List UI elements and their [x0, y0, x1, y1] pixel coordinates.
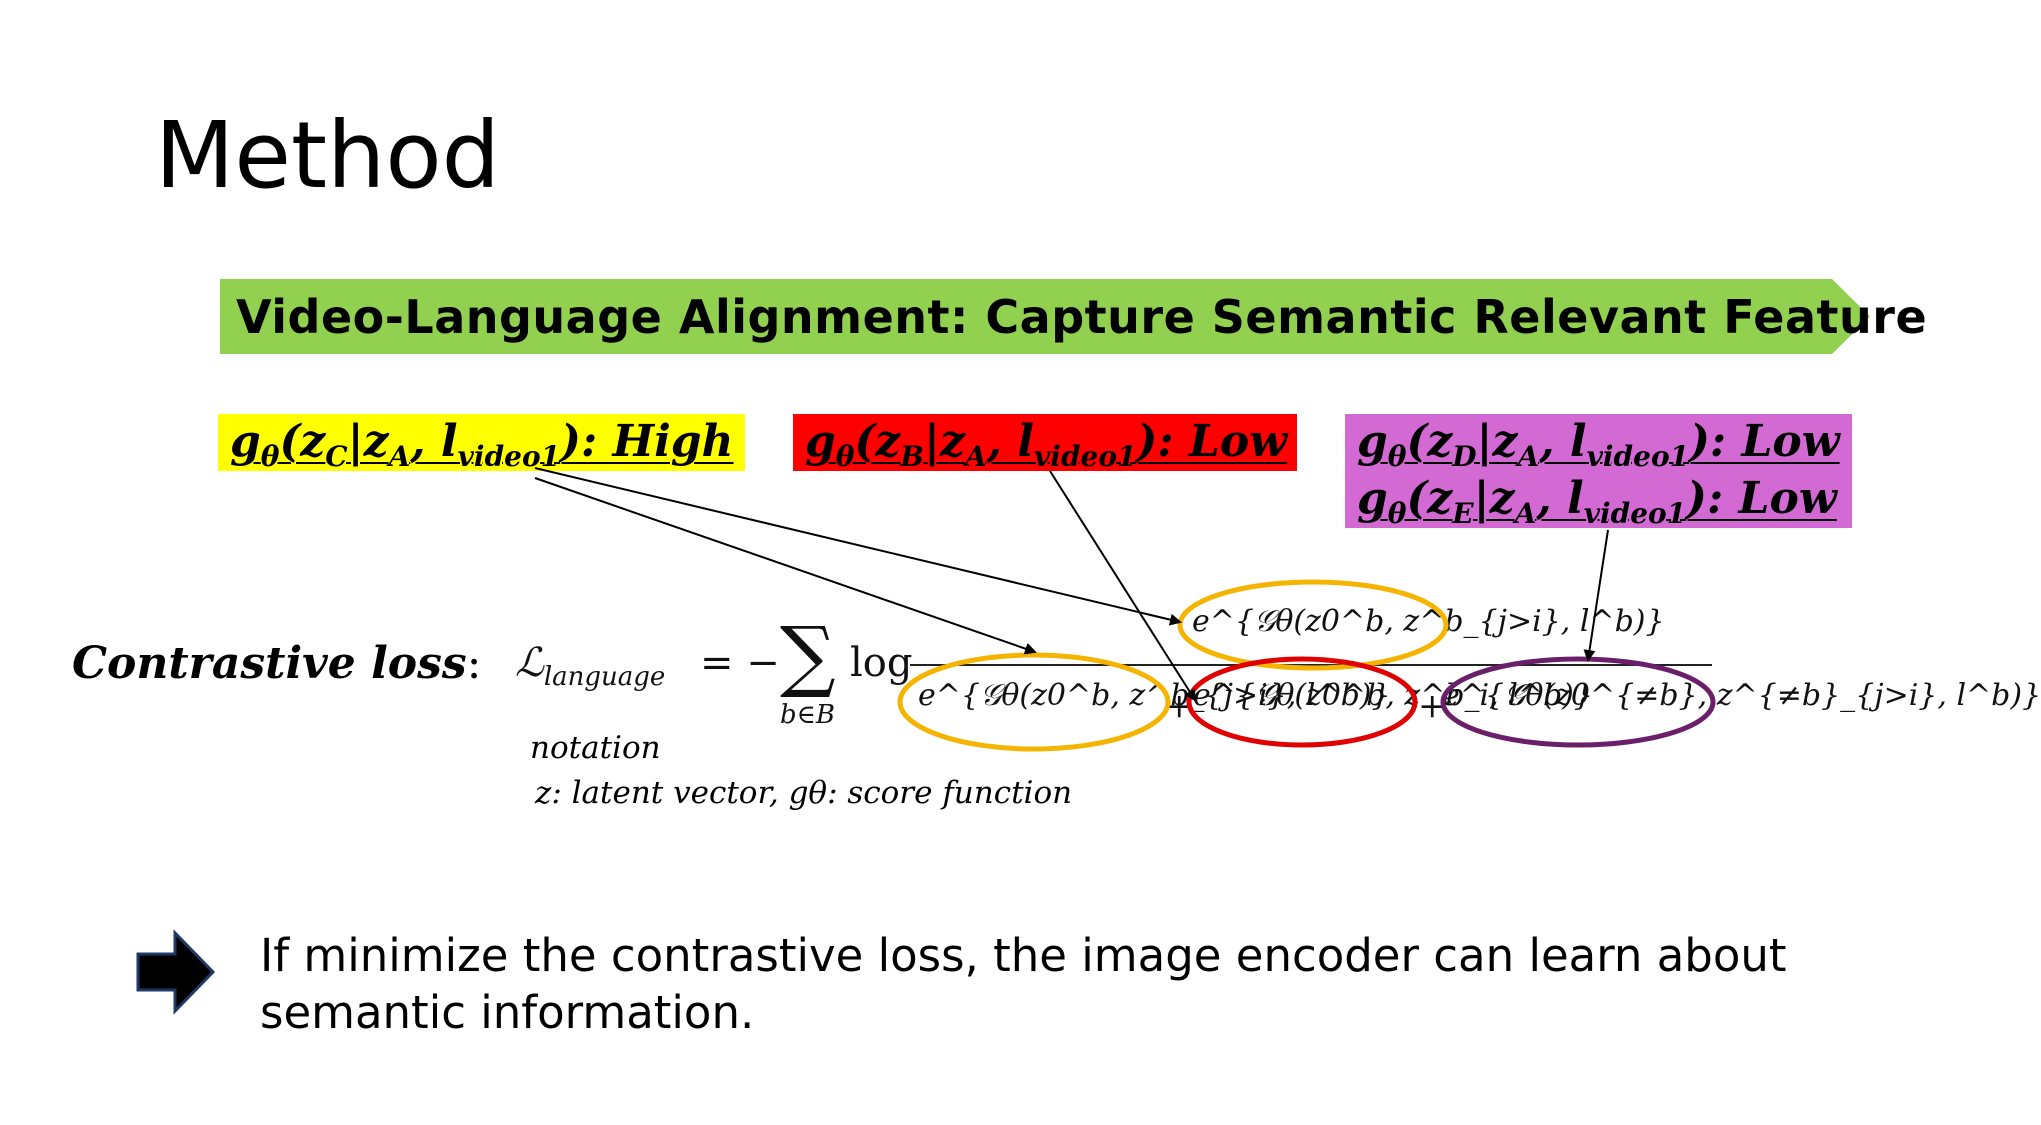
loss-symbol-sub: language	[543, 662, 666, 692]
score-label-hard-negative: gθ(zB|zA, lvideo1): Low	[793, 414, 1297, 473]
label-c-comma: , l	[410, 416, 458, 467]
label-b-sub1: B	[900, 439, 924, 473]
label-d-func: g	[1357, 416, 1388, 467]
label-b-func: g	[805, 416, 836, 467]
label-e-open: (z	[1406, 473, 1453, 524]
label-c-mid: |z	[347, 416, 389, 467]
label-d-comma: , l	[1539, 416, 1587, 467]
label-c-sub3: video1	[457, 439, 561, 473]
log-operator: log	[850, 640, 913, 686]
label-d-mid: |z	[1476, 416, 1518, 467]
denominator-positive-ellipse	[897, 652, 1171, 752]
slide-title: Method	[155, 102, 501, 209]
numerator-term: e^{𝒢θ(z0^b, z^b_{j>i}, l^b)}	[1192, 604, 1665, 639]
label-d-sub3: video1	[1586, 439, 1690, 473]
arrow-positive-to-denominator	[534, 477, 1037, 655]
conclusion-text: If minimize the contrastive loss, the im…	[260, 929, 1787, 1039]
label-b-mid: |z	[923, 416, 965, 467]
label-c-sub2: A	[388, 439, 411, 473]
label-c-theta: θ	[260, 439, 280, 473]
label-c-close: ): High	[560, 416, 734, 467]
label-e-mid: |z	[1473, 473, 1515, 524]
label-e-theta: θ	[1387, 496, 1407, 530]
label-c-sub1: C	[325, 439, 348, 473]
loss-symbol-main: ℒ	[515, 640, 544, 686]
label-b-close: ): Low	[1136, 416, 1288, 467]
score-label-positive: gθ(zC|zA, lvideo1): High	[218, 414, 745, 473]
arrow-hard-negative-to-denominator	[1049, 470, 1197, 702]
denominator-hard-negative-ellipse	[1186, 656, 1418, 748]
section-banner	[220, 279, 1870, 354]
numerator-ellipse	[1177, 579, 1449, 671]
label-e-close: ): Low	[1686, 473, 1837, 524]
label-b-open: (z	[854, 416, 901, 467]
summation-sign: ∑	[780, 611, 836, 701]
label-e-sub2: A	[1514, 496, 1537, 530]
label-e-comma: , l	[1536, 473, 1584, 524]
label-e-func: g	[1357, 473, 1388, 524]
right-arrow-icon	[136, 929, 216, 1015]
label-d-sub1: D	[1452, 439, 1477, 473]
denominator-hard-negative-term: e^{𝒢θ(z0^b, z^b_i, l^b)}	[1193, 678, 1593, 713]
score-label-negative-d: gθ(zD|zA, lvideo1): Low	[1345, 414, 1852, 473]
contrastive-loss-label: Contrastive loss:	[72, 638, 482, 689]
label-e-sub3: video1	[1583, 496, 1687, 530]
label-c-func: g	[230, 416, 261, 467]
diagram-overlay	[534, 467, 1716, 752]
notation-heading: notation	[530, 730, 661, 766]
loss-label-colon: :	[466, 638, 482, 689]
label-b-sub2: A	[964, 439, 987, 473]
notation-definition: z: latent vector, gθ: score function	[535, 775, 1073, 811]
denominator-negative-term: e^{𝒢θ(z0^{≠b}, z^{≠b}_{j>i}, l^b)}	[1442, 678, 2041, 713]
label-d-close: ): Low	[1689, 416, 1840, 467]
score-label-negative-e: gθ(zE|zA, lvideo1): Low	[1345, 471, 1852, 530]
label-d-open: (z	[1406, 416, 1453, 467]
label-b-comma: , l	[986, 416, 1035, 467]
arrow-negative-to-denominator	[1583, 529, 1609, 662]
loss-equals-minus: = −	[700, 640, 780, 686]
loss-symbol: ℒlanguage	[515, 640, 665, 692]
label-e-sub1: E	[1452, 496, 1474, 530]
label-d-theta: θ	[1387, 439, 1407, 473]
arrow-positive-to-numerator	[534, 467, 1182, 626]
label-c-open: (z	[279, 416, 326, 467]
banner-text: Video-Language Alignment: Capture Semant…	[236, 290, 1928, 344]
label-b-sub3: video1	[1034, 439, 1137, 473]
denominator-negative-ellipse	[1440, 656, 1716, 748]
label-b-theta: θ	[835, 439, 855, 473]
loss-label-text: Contrastive loss	[72, 638, 467, 689]
label-d-sub2: A	[1517, 439, 1540, 473]
summation-index: b∈B	[780, 700, 835, 730]
